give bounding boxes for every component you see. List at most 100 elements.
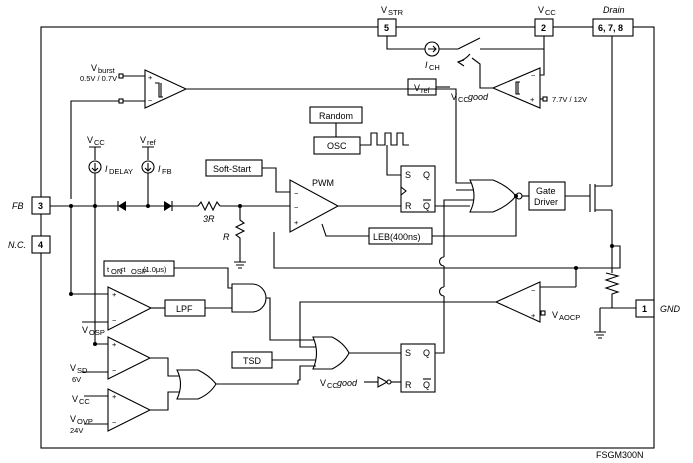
pin-nc: N.C. 4 bbox=[8, 235, 51, 254]
svg-text:−: − bbox=[294, 189, 299, 198]
svg-text:LPF: LPF bbox=[176, 304, 193, 314]
svg-text:V: V bbox=[451, 92, 457, 102]
inverter-buffer bbox=[377, 376, 389, 388]
svg-text:N.C.: N.C. bbox=[8, 240, 26, 250]
svg-text:Gate: Gate bbox=[536, 186, 556, 196]
svg-text:V: V bbox=[91, 63, 97, 73]
svg-text:6, 7, 8: 6, 7, 8 bbox=[598, 23, 623, 33]
svg-text:4: 4 bbox=[38, 240, 43, 250]
pin-vstr: V STR 5 bbox=[377, 5, 404, 37]
svg-text:R: R bbox=[405, 201, 412, 211]
svg-text:OSP: OSP bbox=[131, 267, 147, 276]
protection-or-gate bbox=[312, 336, 350, 370]
pin-vcc: V CC 2 bbox=[534, 5, 556, 37]
svg-text:V: V bbox=[320, 378, 326, 388]
svg-text:3: 3 bbox=[38, 201, 43, 211]
svg-text:S: S bbox=[405, 348, 411, 358]
svg-text:burst: burst bbox=[98, 66, 116, 75]
burst-comparator bbox=[144, 69, 188, 109]
pin-gnd: 1 GND bbox=[635, 299, 681, 318]
osp-and-gate bbox=[231, 283, 267, 313]
svg-text:+: + bbox=[112, 290, 117, 299]
pin-drain: Drain 6, 7, 8 bbox=[592, 5, 634, 37]
svg-text:I: I bbox=[425, 60, 428, 70]
svg-text:V: V bbox=[87, 135, 93, 145]
svg-text:OVP: OVP bbox=[77, 417, 93, 426]
gate-driver-block bbox=[528, 181, 566, 211]
svg-text:PWM: PWM bbox=[312, 178, 334, 188]
svg-text:CH: CH bbox=[429, 63, 440, 72]
svg-text:R: R bbox=[405, 380, 412, 390]
resistor-3r bbox=[197, 200, 221, 212]
svg-text:CC: CC bbox=[545, 8, 556, 17]
svg-text:TSD: TSD bbox=[243, 356, 262, 366]
svg-text:STR: STR bbox=[388, 8, 404, 17]
svg-text:Q: Q bbox=[423, 380, 430, 390]
svg-text:SD: SD bbox=[77, 366, 88, 375]
svg-text:Q: Q bbox=[423, 201, 430, 211]
svg-text:AOCP: AOCP bbox=[559, 313, 580, 322]
svg-text:<t: <t bbox=[119, 265, 126, 274]
clock-waveform bbox=[360, 132, 409, 146]
svg-text:−: − bbox=[112, 316, 117, 325]
svg-text:+: + bbox=[530, 95, 535, 104]
svg-text:OSP: OSP bbox=[89, 328, 105, 337]
svg-text:+: + bbox=[531, 311, 536, 320]
svg-text:R: R bbox=[223, 232, 230, 242]
svg-text:Soft-Start: Soft-Start bbox=[213, 164, 252, 174]
svg-text:−: − bbox=[294, 203, 299, 212]
aocp-comparator bbox=[494, 281, 541, 323]
svg-text:Random: Random bbox=[319, 111, 353, 121]
svg-text:3R: 3R bbox=[203, 214, 215, 224]
svg-text:+: + bbox=[294, 218, 299, 227]
svg-text:V: V bbox=[140, 135, 146, 145]
svg-text:good: good bbox=[337, 378, 358, 388]
svg-text:2: 2 bbox=[541, 23, 546, 33]
svg-text:+: + bbox=[112, 392, 117, 401]
svg-text:−: − bbox=[531, 286, 536, 295]
svg-text:+: + bbox=[148, 73, 153, 82]
svg-text:V: V bbox=[552, 310, 558, 320]
svg-text:V: V bbox=[82, 325, 88, 335]
svg-text:V: V bbox=[381, 5, 387, 15]
svg-text:6V: 6V bbox=[72, 375, 81, 384]
svg-text:ref: ref bbox=[147, 138, 157, 147]
svg-text:FB: FB bbox=[162, 167, 172, 176]
svg-text:V: V bbox=[72, 394, 78, 404]
svg-text:−: − bbox=[531, 71, 536, 80]
leb-block bbox=[368, 227, 433, 245]
pwm-comparator bbox=[289, 179, 340, 233]
svg-text:−: − bbox=[148, 96, 153, 105]
svg-text:I: I bbox=[105, 164, 108, 174]
svg-text:GND: GND bbox=[660, 304, 681, 314]
part-number: FSGM300N bbox=[596, 450, 644, 460]
svg-text:V: V bbox=[538, 5, 544, 15]
svg-text:Driver: Driver bbox=[534, 197, 558, 207]
svg-text:Q: Q bbox=[423, 170, 430, 180]
svg-text:FB: FB bbox=[12, 201, 24, 211]
wire-vstr bbox=[386, 36, 425, 50]
svg-text:1: 1 bbox=[642, 304, 647, 314]
startup-switch bbox=[457, 37, 481, 50]
svg-text:V: V bbox=[70, 414, 76, 424]
svg-text:good: good bbox=[468, 92, 489, 102]
svg-text:0.5V / 0.7V: 0.5V / 0.7V bbox=[80, 74, 117, 83]
svg-text:t: t bbox=[107, 265, 110, 274]
svg-text:S: S bbox=[405, 170, 411, 180]
svg-text:ref: ref bbox=[421, 86, 431, 95]
svg-text:(1.0μs): (1.0μs) bbox=[143, 265, 167, 274]
sense-resistor bbox=[604, 272, 620, 308]
svg-text:Q: Q bbox=[423, 348, 430, 358]
driver-nor-gate bbox=[469, 179, 517, 213]
protection-flip-flop bbox=[400, 343, 436, 393]
svg-text:CC: CC bbox=[327, 381, 338, 390]
osp-comparator bbox=[107, 286, 153, 331]
pwm-flip-flop bbox=[400, 165, 436, 213]
svg-text:V: V bbox=[70, 363, 76, 373]
svg-text:ON: ON bbox=[111, 267, 122, 276]
sd-ovp-or-gate bbox=[176, 369, 217, 400]
pin-fb: FB 3 bbox=[12, 196, 51, 215]
svg-text:CC: CC bbox=[94, 138, 105, 147]
